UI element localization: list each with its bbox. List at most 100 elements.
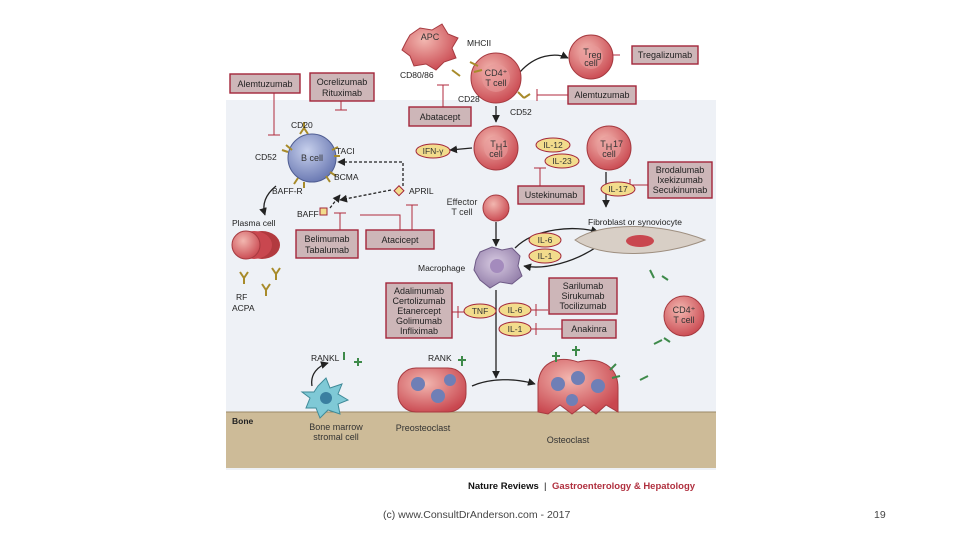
svg-text:Bone marrow: Bone marrow xyxy=(309,422,363,432)
drug-box-ustekinumab: Ustekinumab xyxy=(517,185,585,205)
pathway-arrows xyxy=(259,51,610,387)
svg-text:Sarilumab: Sarilumab xyxy=(563,281,604,291)
th1-cell: T H 1 cell xyxy=(473,125,519,171)
svg-text:Brodalumab: Brodalumab xyxy=(656,165,705,175)
svg-text:Secukinumab: Secukinumab xyxy=(653,185,708,195)
drug-box-brodalumab: Brodalumab Ixekizumab Secukinumab xyxy=(647,161,713,199)
svg-text:IL-23: IL-23 xyxy=(552,156,572,166)
cytokine-il12: IL-12 xyxy=(535,137,571,153)
svg-text:cell: cell xyxy=(602,149,616,159)
svg-text:T: T xyxy=(583,47,589,57)
svg-text:Alemtuzumab: Alemtuzumab xyxy=(574,90,629,100)
fibroblast-label: Fibroblast or synoviocyte xyxy=(588,217,682,227)
credit-subject: Gastroenterology & Hepatology xyxy=(552,481,696,492)
bcma-label: BCMA xyxy=(334,172,359,182)
svg-text:Atacicept: Atacicept xyxy=(381,235,419,245)
drug-box-tnf-inhibitors: Adalimumab Certolizumab Etanercept Golim… xyxy=(385,282,453,339)
svg-text:H: H xyxy=(606,142,613,152)
svg-text:H: H xyxy=(496,142,503,152)
credit-separator: | xyxy=(544,481,546,492)
apc-label: APC xyxy=(421,32,440,42)
receptor-glyphs xyxy=(239,61,531,296)
drug-box-alemtuzumab-top: Alemtuzumab xyxy=(567,85,637,105)
svg-text:Infliximab: Infliximab xyxy=(400,326,438,336)
cd20-label: CD20 xyxy=(291,120,313,130)
cd52-top-label: CD52 xyxy=(510,107,532,117)
svg-text:IFN-γ: IFN-γ xyxy=(423,146,445,156)
svg-text:Alemtuzumab: Alemtuzumab xyxy=(237,79,292,89)
molecule-labels: MHCII CD80/86 CD28 CD52 CD20 CD52 TACI B… xyxy=(232,38,532,363)
rf-label: RF xyxy=(236,292,247,302)
cytokine-ifn: IFN-γ xyxy=(415,143,451,159)
baff-r-label: BAFF-R xyxy=(272,186,303,196)
page-number: 19 xyxy=(874,509,886,521)
svg-text:T: T xyxy=(600,139,606,149)
svg-text:Etanercept: Etanercept xyxy=(397,306,441,316)
svg-text:Ixekizumab: Ixekizumab xyxy=(657,175,703,185)
bone-marrow-stromal-cell: Bone marrow stromal cell xyxy=(300,377,363,442)
svg-text:T cell: T cell xyxy=(673,315,694,325)
drug-box-ocrelizumab: Ocrelizumab Rituximab xyxy=(309,72,375,102)
cd4-t-cell-top: CD4⁺ T cell xyxy=(470,52,522,104)
cytokine-il1-top: IL-1 xyxy=(528,248,562,264)
osteoclast: Osteoclast xyxy=(537,359,619,445)
macrophage-label: Macrophage xyxy=(418,263,466,273)
svg-text:Preosteoclast: Preosteoclast xyxy=(396,423,451,433)
cytokine-il17: IL-17 xyxy=(600,181,636,197)
treg-cell: T reg cell xyxy=(568,34,614,80)
cytokine-il6-top: IL-6 xyxy=(528,232,562,248)
cd4-t-cell-right: CD4⁺ T cell xyxy=(663,295,705,337)
effector-t-cell: Effector T cell xyxy=(447,194,510,222)
rank-label: RANK xyxy=(428,353,452,363)
journal-credit: Nature Reviews | Gastroenterology & Hepa… xyxy=(468,481,696,492)
svg-text:B cell: B cell xyxy=(301,153,323,163)
cytokine-il23: IL-23 xyxy=(544,153,580,169)
drug-box-tregalizumab: Tregalizumab xyxy=(631,45,699,65)
svg-text:Certolizumab: Certolizumab xyxy=(392,296,445,306)
svg-text:Abatacept: Abatacept xyxy=(420,112,461,122)
april-label: APRIL xyxy=(409,186,434,196)
preosteoclast: Preosteoclast xyxy=(396,367,467,433)
fibroblast: Fibroblast or synoviocyte xyxy=(574,217,707,254)
cytokine-tnf: TNF xyxy=(463,303,497,319)
svg-text:CD4⁺: CD4⁺ xyxy=(673,305,696,315)
svg-text:IL-17: IL-17 xyxy=(608,184,628,194)
svg-text:TNF: TNF xyxy=(472,306,489,316)
bone-label: Bone xyxy=(232,416,254,426)
cd80-86-label: CD80/86 xyxy=(400,70,434,80)
cytokine-il6: IL-6 xyxy=(498,302,532,318)
drug-box-atacicept: Atacicept xyxy=(365,229,435,250)
svg-text:Rituximab: Rituximab xyxy=(322,88,362,98)
svg-text:Belimumab: Belimumab xyxy=(304,234,349,244)
april-marker xyxy=(393,185,405,197)
svg-text:cell: cell xyxy=(584,58,598,68)
svg-text:reg: reg xyxy=(588,50,601,60)
macrophage: Macrophage xyxy=(418,246,523,289)
svg-text:stromal cell: stromal cell xyxy=(313,432,359,442)
drug-box-abatacept: Abatacept xyxy=(408,106,472,127)
plasma-cell: Plasma cell xyxy=(231,218,280,260)
th17-cell: T H 17 cell xyxy=(586,125,632,171)
svg-text:IL-12: IL-12 xyxy=(543,140,563,150)
svg-text:Ocrelizumab: Ocrelizumab xyxy=(317,77,368,87)
cd28-label: CD28 xyxy=(458,94,480,104)
credit-journal: Nature Reviews xyxy=(468,481,539,492)
drug-box-il6-inhibitors: Sarilumab Sirukumab Tocilizumab xyxy=(548,277,618,315)
svg-text:Tabalumab: Tabalumab xyxy=(305,245,349,255)
cytokine-il1: IL-1 xyxy=(498,321,532,337)
svg-text:IL-1: IL-1 xyxy=(508,324,523,334)
svg-text:Ustekinumab: Ustekinumab xyxy=(525,190,578,200)
plasma-cell-label: Plasma cell xyxy=(232,218,276,228)
svg-text:Tocilizumab: Tocilizumab xyxy=(559,301,606,311)
b-cell: B cell xyxy=(287,133,337,183)
svg-text:Tregalizumab: Tregalizumab xyxy=(638,50,692,60)
svg-text:T: T xyxy=(490,139,496,149)
mhc-label: MHCII xyxy=(467,38,491,48)
rankl-glyphs xyxy=(343,269,671,381)
taci-label: TACI xyxy=(336,146,355,156)
svg-text:T cell: T cell xyxy=(485,78,506,88)
svg-text:Golimumab: Golimumab xyxy=(396,316,442,326)
drug-box-belimumab: Belimumab Tabalumab xyxy=(295,229,359,259)
svg-text:1: 1 xyxy=(502,139,507,149)
